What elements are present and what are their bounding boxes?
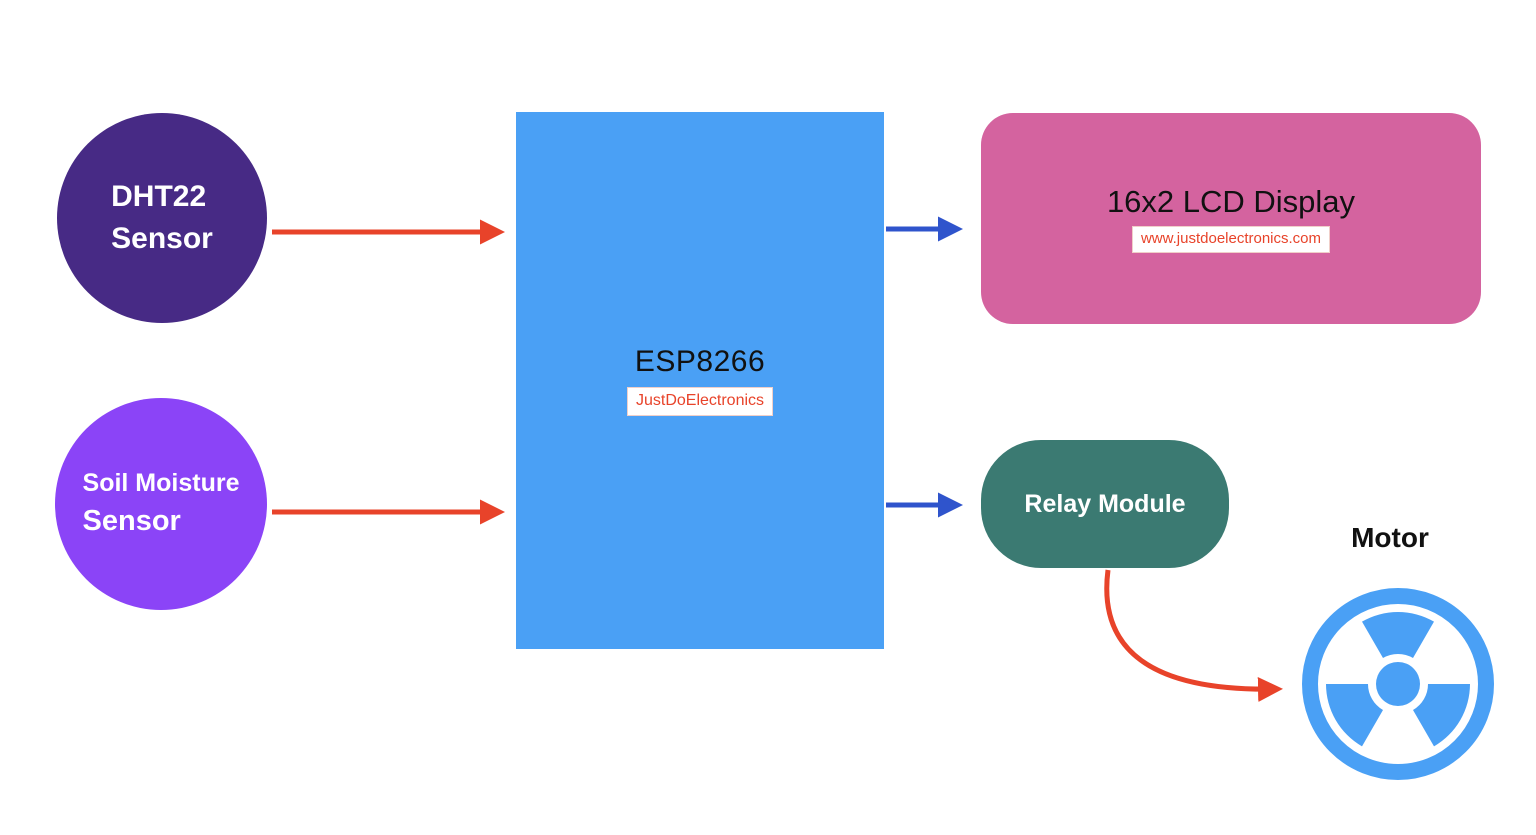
soil-moisture-sensor-node: Soil Moisture Sensor [55,398,267,610]
esp8266-label: ESP8266 [634,345,766,379]
soil-sensor-label: Soil Moisture Sensor [83,466,240,542]
lcd-display-node: 16x2 LCD Display www.justdoelectronics.c… [981,113,1481,324]
motor-blade-right [1413,684,1470,747]
esp8266-brand-badge: JustDoElectronics [626,387,774,416]
motor-label: Motor [1351,522,1429,553]
dht22-line2: Sensor [111,222,213,255]
dht22-sensor-label: DHT22 Sensor [111,176,213,260]
dht22-line1: DHT22 [111,180,207,213]
dht22-sensor-node: DHT22 Sensor [57,113,267,323]
lcd-display-label: 16x2 LCD Display [1106,184,1356,219]
relay-module-node: Relay Module [981,440,1229,568]
relay-module-label: Relay Module [1024,489,1186,518]
lcd-website-badge: www.justdoelectronics.com [1131,226,1331,253]
motor-fan-icon [1302,588,1494,780]
soil-line2: Sensor [82,505,181,538]
motor-outer-ring [1302,588,1494,780]
soil-line1: Soil Moisture [82,469,240,498]
arrow-relay-to-motor [1104,569,1283,702]
motor-blade-top [1362,612,1434,658]
motor-hub-dot [1376,662,1420,706]
motor-blade-left [1326,684,1383,747]
esp8266-node: ESP8266 JustDoElectronics [516,112,884,649]
